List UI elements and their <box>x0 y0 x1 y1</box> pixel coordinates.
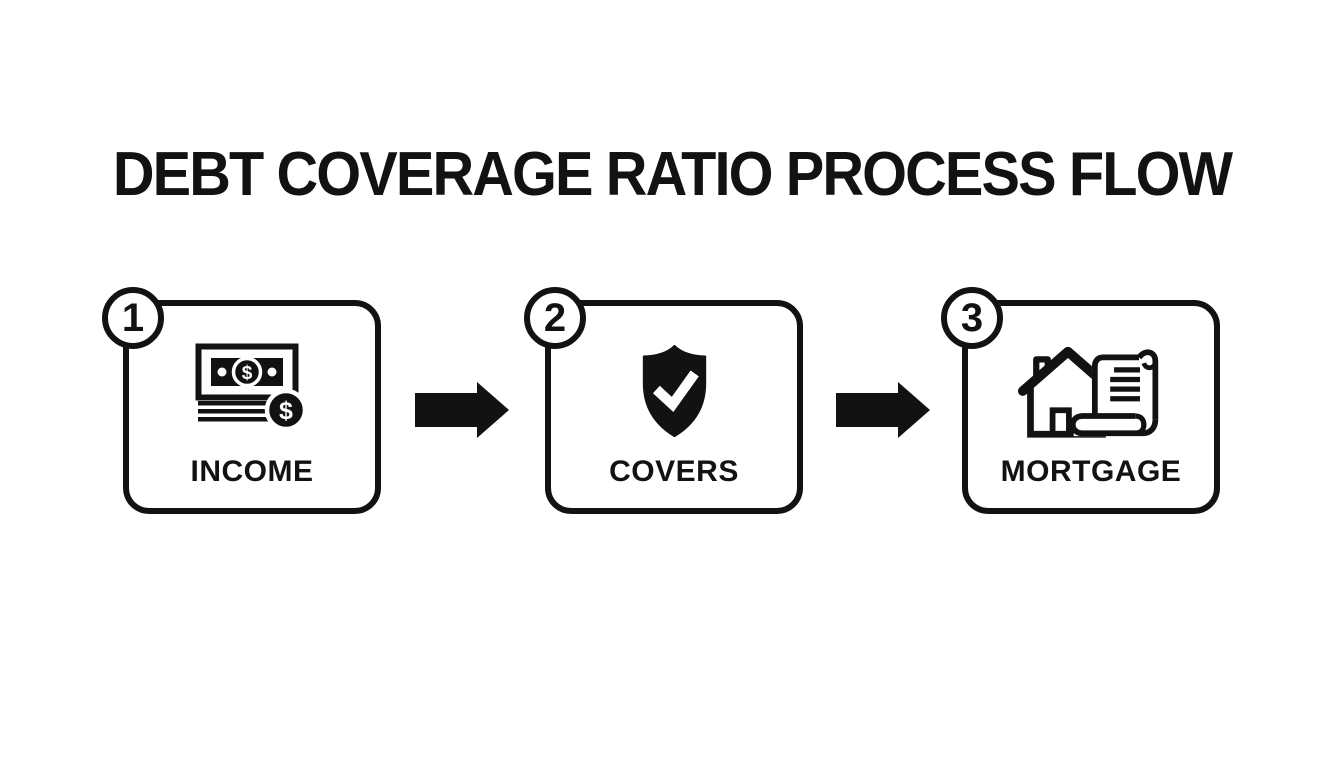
step-label: COVERS <box>609 455 739 488</box>
step-number: 3 <box>960 296 984 340</box>
step-number: 2 <box>543 296 567 340</box>
house-deed-icon <box>968 343 1214 441</box>
step-number-badge: 1 <box>102 287 164 349</box>
step-label: MORTGAGE <box>1000 455 1182 488</box>
step-card-income: 1 $ $ INCOME <box>102 287 381 514</box>
arrow-right-icon <box>415 381 510 439</box>
step-label: INCOME <box>190 455 314 488</box>
step-number: 1 <box>121 296 145 340</box>
cash-bills-icon: $ $ <box>129 343 375 435</box>
step-number-badge: 3 <box>941 287 1003 349</box>
step-number-badge: 2 <box>524 287 586 349</box>
step-card-mortgage: 3 <box>941 287 1220 514</box>
arrow-right-icon <box>836 381 931 439</box>
shield-check-icon <box>551 343 797 439</box>
dollar-glyph: $ <box>242 363 253 384</box>
dollar-glyph: $ <box>279 397 293 425</box>
step-card-covers: 2 COVERS <box>524 287 803 514</box>
page-title: DEBT COVERAGE RATIO PROCESS FLOW <box>112 139 1233 209</box>
